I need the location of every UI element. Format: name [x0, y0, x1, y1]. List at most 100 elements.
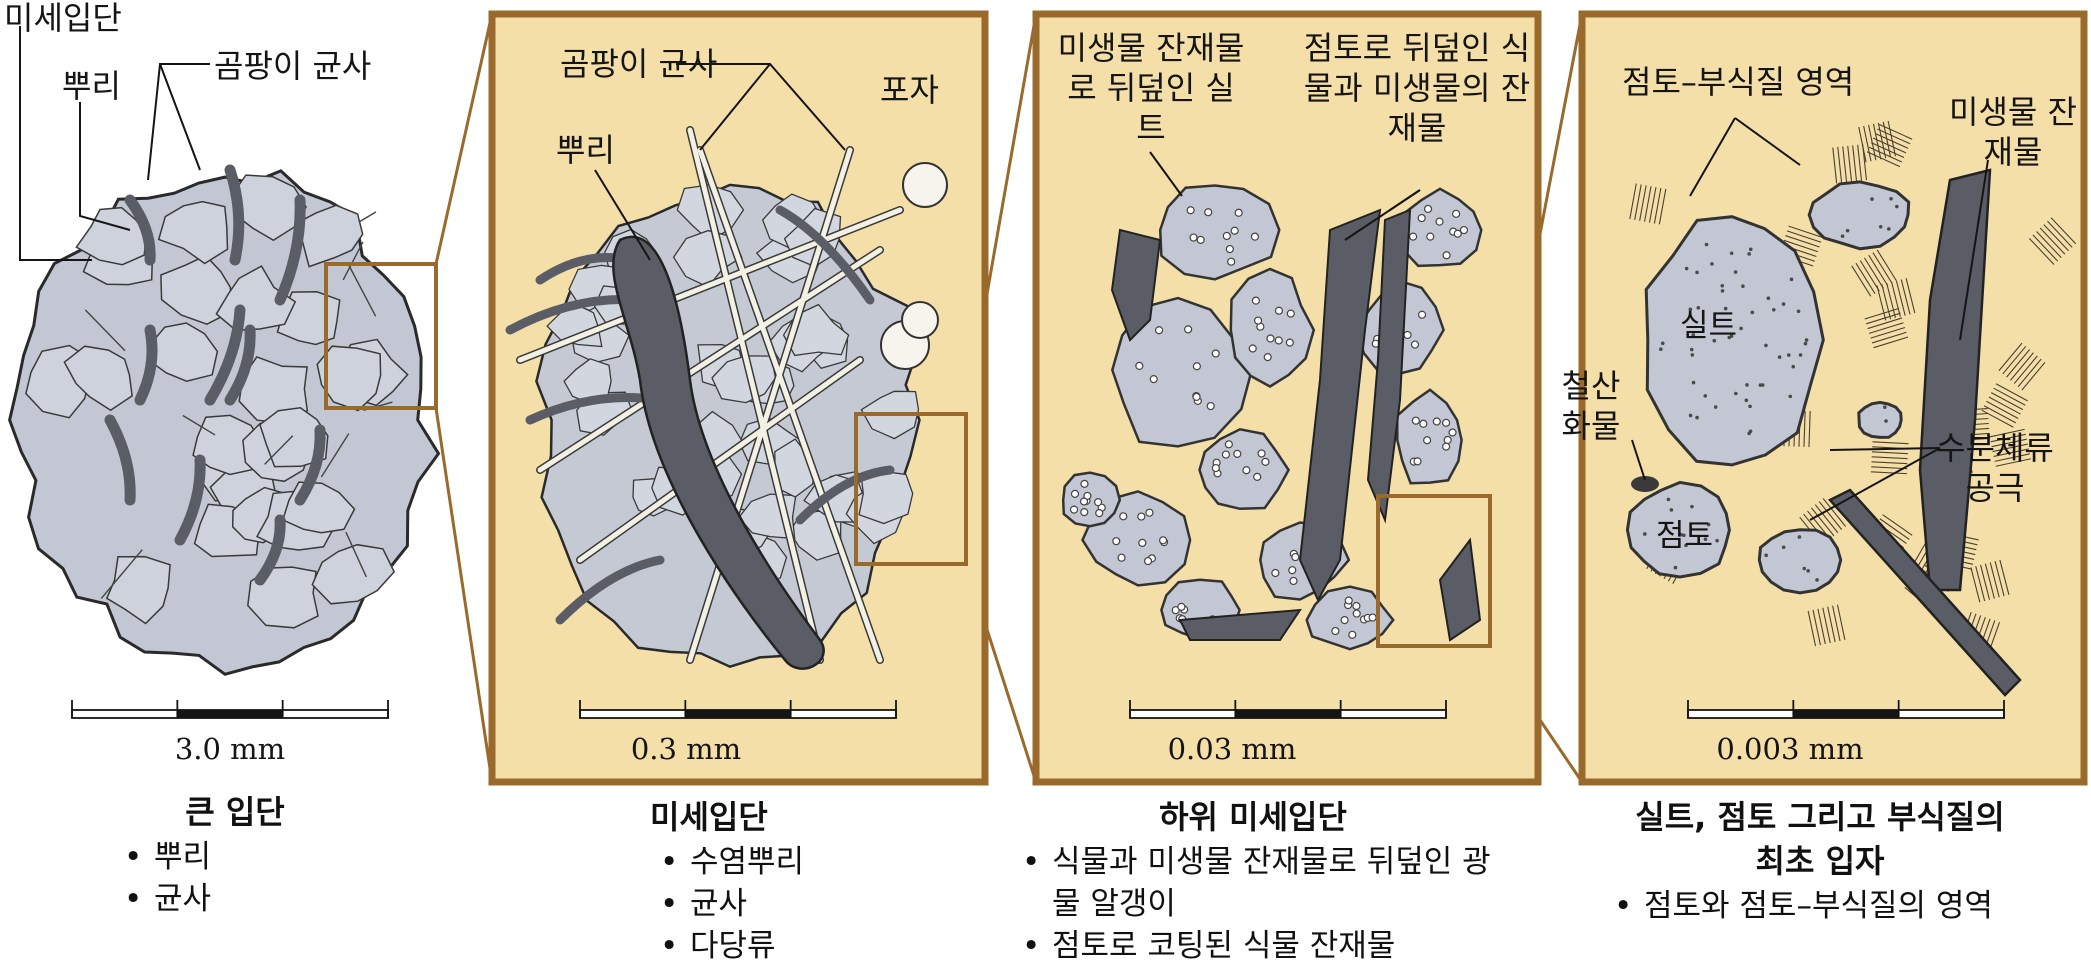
clay-humus-platelet	[1993, 448, 2029, 458]
texture-dot	[1695, 270, 1699, 275]
clay-coating-dot	[1227, 257, 1236, 266]
label-fungal-hyphae: 곰팡이 균사	[214, 47, 372, 85]
texture-dot	[1748, 429, 1753, 434]
label-spore: 포자	[880, 71, 939, 109]
texture-dot	[1720, 289, 1725, 293]
texture-dot	[1771, 307, 1776, 312]
clay-coating-dot	[1288, 566, 1297, 575]
silt-particle	[1305, 585, 1395, 651]
hypha	[182, 414, 216, 436]
texture-dot	[1659, 347, 1663, 351]
clay-coating-dot	[1137, 512, 1146, 521]
clay-coating-dot	[1225, 244, 1234, 254]
scale-label-panel1: 3.0 mm	[174, 732, 286, 766]
clay-coating-dot	[1410, 340, 1420, 349]
clay-coating-dot	[1452, 209, 1461, 218]
clay-coating-dot	[1093, 498, 1103, 507]
clay-coating-dot	[1135, 361, 1144, 371]
clay-coating-dot	[1206, 401, 1215, 411]
clay-coating-dot	[1257, 449, 1266, 458]
clay-coating-dot	[1340, 616, 1349, 625]
clay-coating-dot	[1426, 232, 1435, 241]
clay-coating-dot	[1192, 362, 1201, 371]
clay-coating-dot	[1413, 457, 1422, 466]
clay-humus-platelet	[1871, 331, 1907, 344]
scale-bar-segment	[685, 710, 791, 718]
texture-dot	[1706, 522, 1711, 527]
texture-dot	[1739, 326, 1743, 331]
clay-humus-platelet	[2050, 217, 2077, 245]
texture-dot	[1741, 284, 1745, 289]
texture-dot	[1673, 565, 1678, 570]
texture-dot	[1878, 225, 1883, 229]
fine-root	[795, 465, 895, 525]
clay-humus-platelet	[2039, 227, 2066, 255]
clay-coating-dot	[1368, 613, 1377, 622]
panel-3-frame	[1032, 10, 1542, 786]
large-aggregate-illustration	[8, 164, 441, 676]
texture-dot	[1669, 508, 1674, 512]
clay-humus-platelet	[1832, 605, 1841, 642]
clay-humus-platelet	[1812, 609, 1821, 646]
label-root: 뿌리	[62, 67, 121, 105]
clay-coating-dot	[1204, 208, 1213, 217]
caption-sub-microaggregate: 하위 미세입단 식물과 미생물 잔재물로 뒤덮인 광물 알갱이 점토로 코팅된 …	[1018, 795, 1491, 967]
clay-coating-dot	[1079, 497, 1089, 506]
texture-dot	[1703, 394, 1708, 398]
silt-particle	[1229, 267, 1316, 388]
microaggregate-lump	[75, 206, 148, 266]
clay-humus-platelet	[1648, 187, 1657, 223]
texture-dot	[1882, 405, 1887, 409]
clay-humus-platelet	[1868, 146, 1903, 163]
clay-coating-dot	[1192, 392, 1201, 402]
clay-coating-dot	[1432, 417, 1441, 426]
clay-humus-platelet	[1644, 186, 1652, 222]
clay-coating-dot	[1291, 552, 1300, 562]
clay-humus-platelet	[1832, 147, 1838, 184]
silt-particle	[1110, 296, 1254, 448]
fungal-hypha-fill	[537, 247, 883, 473]
leader-line	[1809, 447, 1941, 521]
plant-microbial-residue	[1366, 208, 1412, 524]
texture-dot	[1744, 398, 1749, 403]
texture-dot	[1796, 309, 1801, 314]
root-strand	[134, 324, 158, 406]
label-clay-humus-zone: 점토–부식질 영역	[1622, 63, 1855, 101]
clay-humus-platelet	[1995, 383, 2028, 402]
microaggregate-lump	[157, 200, 229, 265]
zoom-box-3	[1376, 494, 1492, 648]
clay-humus-platelet	[1836, 604, 1846, 641]
clay-humus-platelet	[1629, 183, 1637, 220]
silt-clay-particle	[1625, 480, 1731, 579]
clay-humus-platelet	[1863, 125, 1872, 162]
clay-humus-platelet	[1886, 282, 1896, 319]
clay-humus-platelet	[1864, 307, 1900, 320]
label-silt: 실트	[1680, 308, 1738, 344]
iron-oxide	[1631, 476, 1659, 492]
clay-coating-dot	[1263, 353, 1272, 362]
clay-humus-platelet	[2002, 345, 2027, 375]
texture-dot	[1788, 394, 1793, 399]
fungal-hypha-fill	[687, 127, 823, 663]
clay-humus-platelet	[1871, 451, 1908, 455]
zoom-box-2	[854, 412, 968, 566]
caption-title: 큰 입단	[185, 793, 285, 831]
clay-humus-platelet	[1859, 260, 1880, 292]
clay-coating-dot	[1211, 463, 1220, 473]
clay-humus-platelet	[1851, 265, 1872, 297]
texture-dot	[1745, 383, 1749, 387]
caption-bullet: 균사	[656, 883, 810, 925]
leader-line	[1149, 151, 1183, 197]
clay-coating-dot	[1184, 325, 1193, 334]
texture-dot	[1764, 553, 1768, 558]
clay-coating-dot	[1221, 450, 1231, 459]
texture-dot	[1682, 533, 1686, 538]
texture-dot	[1713, 405, 1718, 409]
clay-humus-platelet	[1788, 225, 1823, 239]
hypha	[347, 264, 377, 317]
clay-coating-dot	[1459, 225, 1469, 235]
texture-dot	[1870, 197, 1874, 201]
label-iron-oxide: 철산 화물	[1561, 367, 1621, 445]
texture-dot	[1689, 347, 1694, 352]
clay-humus-platelet	[1808, 411, 1811, 448]
